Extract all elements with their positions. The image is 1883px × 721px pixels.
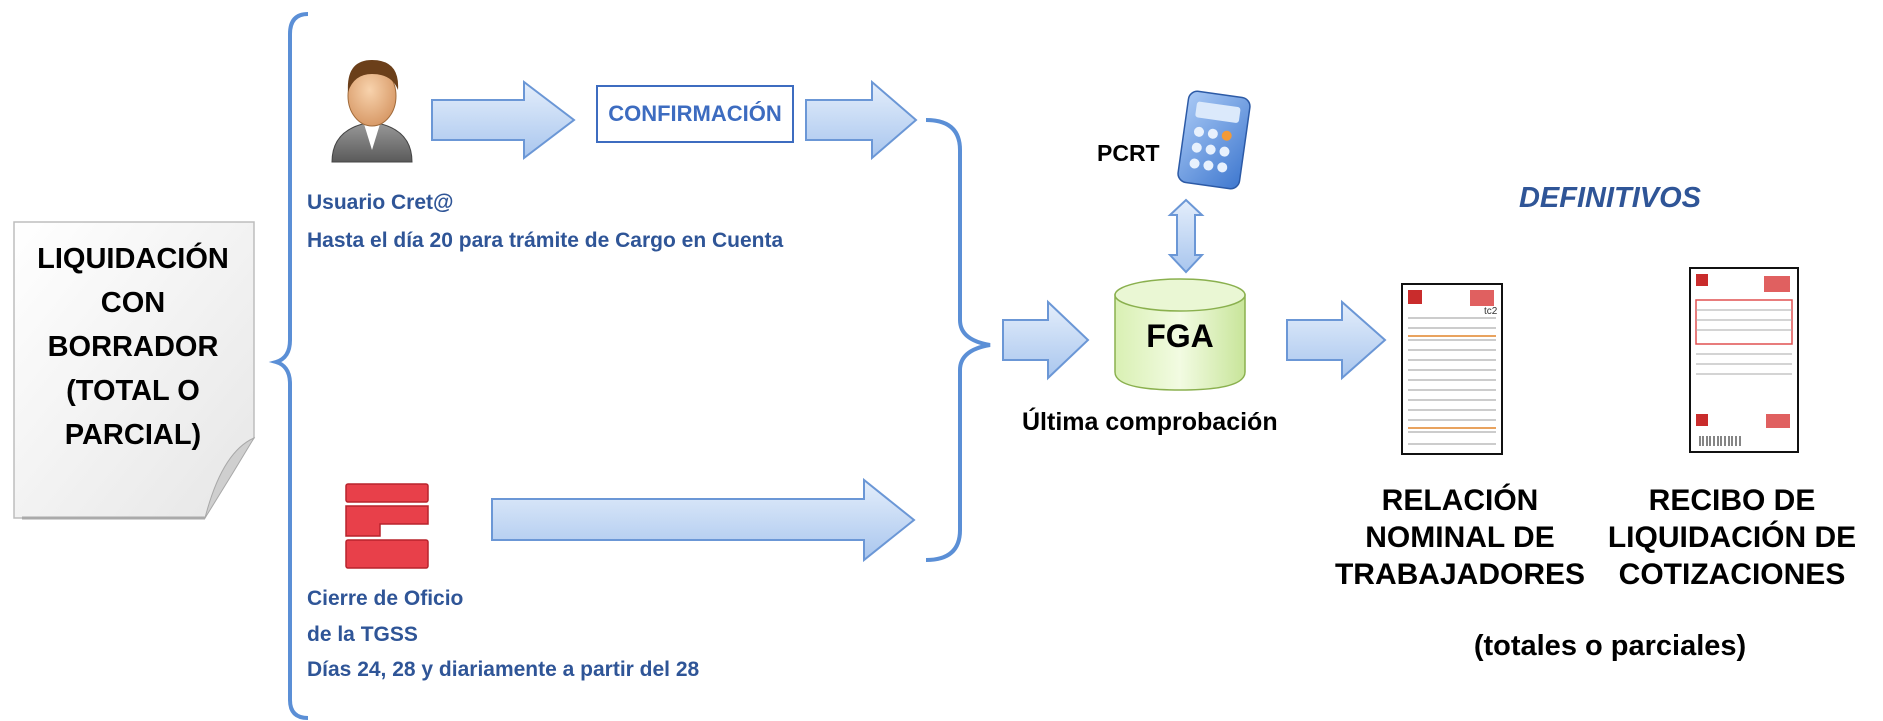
confirmation-box: CONFIRMACIÓN (596, 85, 794, 143)
tgss-path-label-line1: Cierre de Oficio (307, 587, 464, 610)
user-path-label: Usuario Cret@ (307, 191, 454, 214)
recibo-liquidacion-document-icon (1689, 267, 1799, 453)
note-line: BORRADOR (47, 331, 219, 363)
recibo-liquidacion-label: RECIBO DE LIQUIDACIÓN DE COTIZACIONES (1582, 482, 1882, 593)
note-line: LIQUIDACIÓN (37, 243, 229, 275)
relacion-nominal-document-icon: tc2 (1401, 283, 1503, 455)
recibo-line: COTIZACIONES (1618, 558, 1846, 591)
relacion-line: TRABAJADORES (1334, 558, 1586, 591)
arrow-tgss-to-brace (491, 477, 916, 563)
arrow-confirm-to-brace (805, 79, 918, 161)
relacion-nominal-label: RELACIÓN NOMINAL DE TRABAJADORES (1318, 482, 1602, 593)
recibo-line: LIQUIDACIÓN DE (1607, 521, 1857, 554)
tgss-logo-icon (345, 483, 429, 569)
outputs-heading: DEFINITIVOS (1518, 182, 1702, 214)
relacion-doc-tag: tc2 (1484, 306, 1498, 317)
calculator-icon (1177, 90, 1251, 190)
tgss-path-schedule: Días 24, 28 y diariamente a partir del 2… (307, 658, 700, 681)
arrow-fga-to-outputs (1286, 299, 1387, 381)
fga-label: FGA (1146, 318, 1214, 354)
tgss-path-label-line2: de la TGSS (307, 623, 418, 646)
arrow-brace-to-fga (1002, 299, 1090, 381)
left-brace (268, 12, 309, 720)
user-path-deadline: Hasta el día 20 para trámite de Cargo en… (307, 229, 784, 252)
note-line: (TOTAL O (66, 375, 200, 407)
note-line: CON (100, 287, 166, 319)
database-cylinder-icon (1114, 278, 1246, 391)
liquidacion-note-text: LIQUIDACIÓN CON BORRADOR (TOTAL O PARCIA… (22, 232, 244, 462)
merge-brace (925, 118, 991, 562)
paper-note-shape (13, 221, 256, 520)
fga-caption: Última comprobación (1022, 408, 1278, 436)
confirmation-label: CONFIRMACIÓN (608, 101, 782, 126)
relacion-line: NOMINAL DE (1365, 521, 1555, 554)
outputs-note: (totales o parciales) (1473, 630, 1747, 662)
relacion-line: RELACIÓN (1381, 484, 1539, 517)
recibo-line: RECIBO DE (1648, 484, 1816, 517)
note-line: PARCIAL) (64, 419, 202, 451)
arrow-pcrt-fga-bidirectional (1167, 198, 1205, 274)
user-avatar-icon (331, 60, 413, 163)
pcrt-label: PCRT (1097, 140, 1160, 166)
arrow-user-to-confirm (431, 79, 576, 161)
